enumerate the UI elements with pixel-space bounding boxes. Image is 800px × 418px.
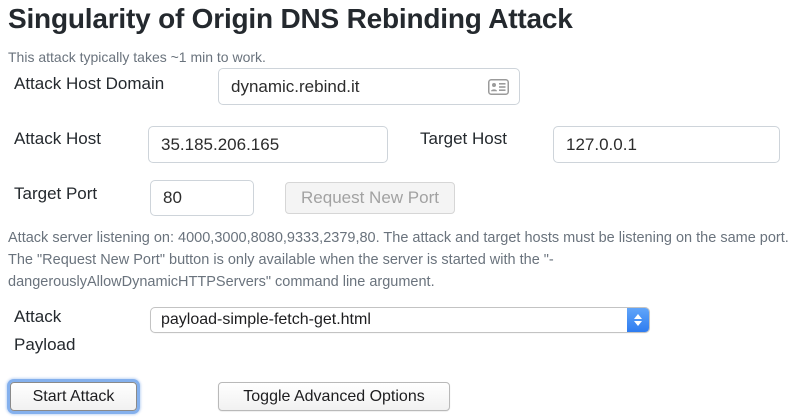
attack-host-domain-label: Attack Host Domain xyxy=(14,74,165,93)
request-new-port-button[interactable]: Request New Port xyxy=(285,182,455,214)
target-port-label: Target Port xyxy=(14,184,98,203)
attack-duration-note: This attack typically takes ~1 min to wo… xyxy=(8,49,266,65)
attack-payload-select[interactable]: payload-simple-fetch-get.html xyxy=(150,307,650,333)
attack-host-input[interactable] xyxy=(148,126,388,163)
up-down-chevrons-icon xyxy=(627,308,649,332)
start-attack-button[interactable]: Start Attack xyxy=(10,382,137,411)
target-host-input[interactable] xyxy=(553,126,780,163)
toggle-advanced-options-button[interactable]: Toggle Advanced Options xyxy=(218,382,450,411)
target-host-label: Target Host xyxy=(420,129,507,148)
attack-payload-selected-value: payload-simple-fetch-get.html xyxy=(161,311,371,328)
attack-payload-label: Attack Payload xyxy=(14,307,76,354)
server-listening-note: Attack server listening on: 4000,3000,80… xyxy=(8,230,789,290)
page-title: Singularity of Origin DNS Rebinding Atta… xyxy=(8,3,573,34)
attack-host-domain-input[interactable] xyxy=(218,68,520,105)
target-port-input[interactable] xyxy=(150,180,254,216)
attack-host-label: Attack Host xyxy=(14,129,101,148)
